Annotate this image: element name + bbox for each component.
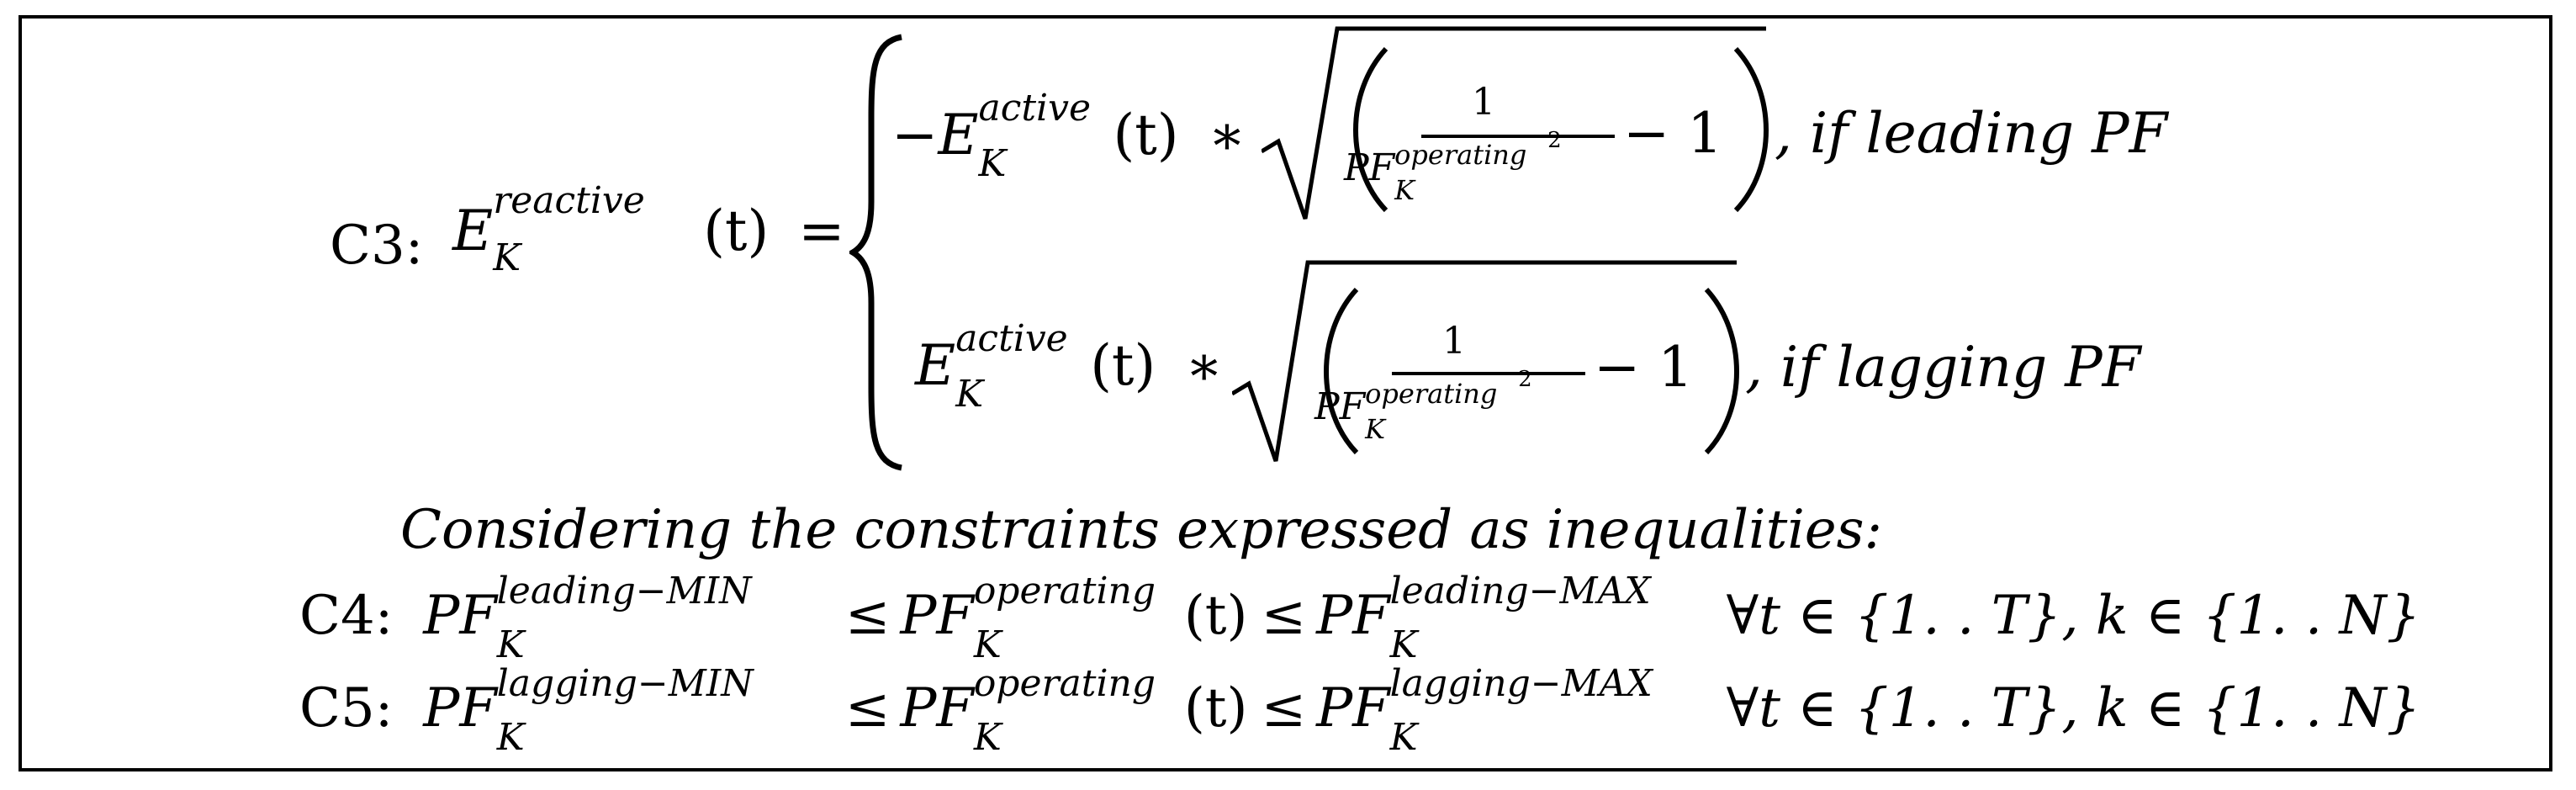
- c4-rhs-sub: K: [1389, 623, 1418, 666]
- c3-label: C3:: [330, 215, 424, 277]
- c3-case1-den-var: PF: [1344, 146, 1395, 189]
- c3-case2-arg: (t): [1090, 333, 1156, 398]
- c3-case2-sup: active: [955, 317, 1068, 360]
- cases-brace: [849, 34, 902, 471]
- c3-case2-numerator: 1: [1442, 320, 1466, 363]
- c4-rhs-var: PF: [1316, 585, 1390, 647]
- c5-leq2: ≤: [1261, 677, 1307, 740]
- c5-line: C5:PF lagging−MIN K ≤PF operating K (t)≤…: [299, 665, 2420, 756]
- c3-case2-den-var: PF: [1314, 385, 1366, 428]
- equation-frame: [19, 15, 2552, 771]
- c3-case2-times: ∗: [1185, 333, 1224, 398]
- c5-lhs-var: PF: [423, 677, 497, 740]
- c4-mid-arg: (t): [1183, 585, 1248, 647]
- c3-lhs-arg: (t): [703, 199, 770, 263]
- c4-rhs-sup: leading−MAX: [1389, 570, 1651, 612]
- c3-case1-sub: K: [978, 142, 1007, 185]
- c3-case2-term: E active K (t) ∗: [915, 321, 1223, 413]
- c3-case1-condition: , if leading PF: [1775, 101, 2168, 166]
- c5-mid-var: PF: [900, 677, 974, 740]
- c3-case1-sqrt: [1262, 26, 1769, 220]
- c4-leq2: ≤: [1261, 585, 1307, 647]
- c3-case2-condition: , if lagging PF: [1745, 335, 2141, 400]
- c5-rhs-var: PF: [1316, 677, 1390, 740]
- c3-case1-var: E: [938, 103, 979, 167]
- c3-case2-sub: K: [955, 373, 984, 416]
- c3-case2-denominator: PF operating 2 K: [1314, 368, 1533, 443]
- c5-mid-sub: K: [973, 716, 1002, 759]
- c5-mid-sup: operating: [973, 662, 1156, 705]
- c5-quantifier: ∀t ∈ {1. . T}, k ∈ {1. . N}: [1726, 677, 2421, 740]
- c3-case1-den-pow: 2: [1547, 128, 1562, 153]
- c5-lhs-sub: K: [496, 716, 525, 759]
- c3-case1-den-sub: K: [1394, 174, 1415, 206]
- c3-equals: =: [798, 199, 845, 263]
- c4-lhs-sub: K: [496, 623, 525, 666]
- c3-case2-minus-one: − 1: [1594, 335, 1694, 400]
- c3-case1-arg: (t): [1113, 103, 1179, 167]
- c3-case1-term: −E active K (t) ∗: [891, 90, 1246, 183]
- c3-case1-minus-one: − 1: [1623, 101, 1723, 166]
- c4-lhs-var: PF: [423, 585, 497, 647]
- c3-case1-sup: active: [978, 87, 1092, 130]
- c5-lhs-sup: lagging−MIN: [496, 662, 754, 705]
- c4-leq1: ≤: [844, 585, 891, 647]
- c5-label: C5:: [299, 677, 394, 740]
- c3-case1-times: ∗: [1208, 103, 1246, 167]
- c4-line: C4:PF leading−MIN K ≤PF operating K (t)≤…: [299, 573, 2420, 664]
- c3-case1-denominator: PF operating 2 K: [1344, 130, 1563, 204]
- c4-label: C4:: [299, 585, 394, 647]
- c5-rhs-sup: lagging−MAX: [1389, 662, 1653, 705]
- c3-lhs-var: E: [452, 199, 494, 263]
- c3-case1-den-sup: operating: [1394, 139, 1527, 171]
- c3-lhs: E reactive K (t) =: [452, 183, 845, 277]
- c3-lhs-sup: reactive: [493, 179, 645, 222]
- c5-leq1: ≤: [844, 677, 891, 740]
- c4-mid-var: PF: [900, 585, 974, 647]
- c4-lhs-sup: leading−MIN: [496, 570, 752, 612]
- c3-case1-numerator: 1: [1472, 81, 1495, 124]
- c4-mid-sub: K: [973, 623, 1002, 666]
- c3-case1-sign: −: [891, 103, 939, 167]
- c4-quantifier: ∀t ∈ {1. . T}, k ∈ {1. . N}: [1726, 585, 2421, 647]
- c3-case2-den-pow: 2: [1518, 367, 1532, 392]
- c3-lhs-sub: K: [493, 236, 521, 279]
- c3-case2-sqrt: [1232, 260, 1739, 462]
- c5-rhs-sub: K: [1389, 716, 1418, 759]
- c4-mid-sup: operating: [973, 570, 1156, 612]
- c3-case2-den-sup: operating: [1365, 378, 1498, 410]
- constraints-intro: Considering the constraints expressed as…: [400, 499, 1883, 561]
- c3-case2-var: E: [915, 333, 956, 398]
- c5-mid-arg: (t): [1183, 677, 1248, 740]
- c3-case2-den-sub: K: [1365, 413, 1386, 445]
